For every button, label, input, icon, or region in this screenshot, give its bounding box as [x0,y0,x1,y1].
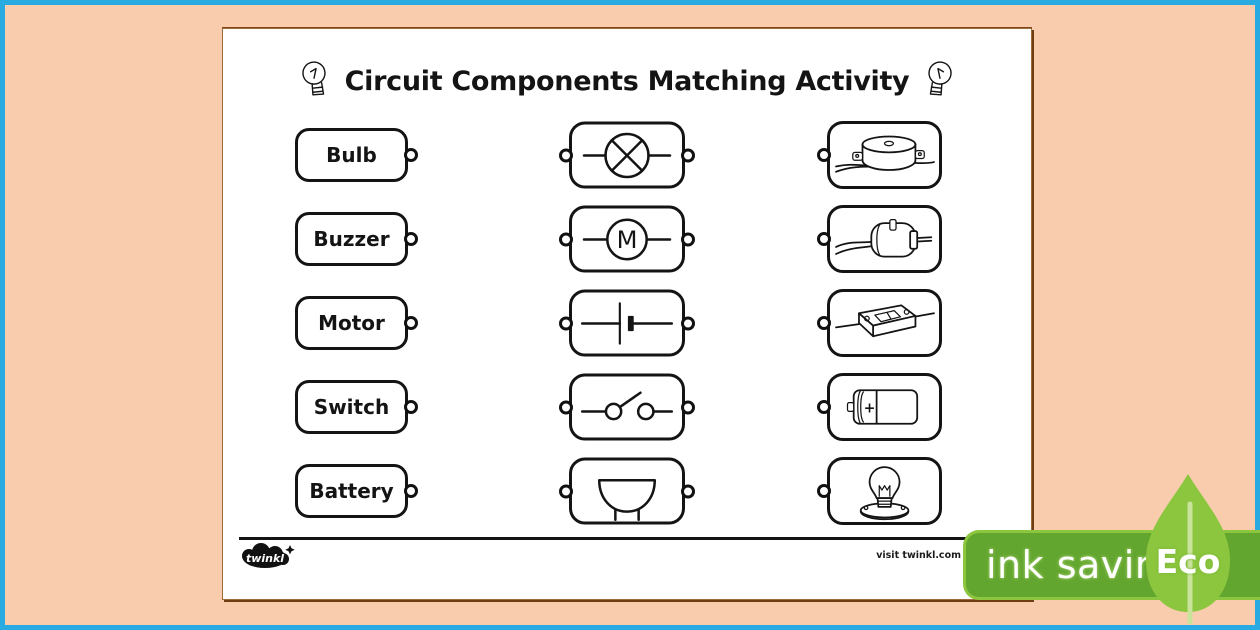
picture-card-motor [817,205,942,273]
bulb-circuit-symbol [582,132,672,178]
word-label: Motor [318,311,385,335]
symbol-card-motor: M [559,205,695,273]
buzzer-circuit-symbol [597,478,657,521]
switch-picture [834,304,935,338]
symbol-card-bulb [559,121,695,189]
connector-ring-icon [817,148,831,162]
connector-ring-icon [559,400,573,414]
connector-ring-icon [817,232,831,246]
buzzer-picture [834,135,935,173]
connector-ring-icon [681,232,695,246]
connector-ring-icon [681,484,695,498]
symbol-card-switch [559,373,695,441]
motor-circuit-symbol: M [582,218,672,260]
motor-picture [834,218,932,258]
word-card-motor: Motor [295,296,418,350]
connector-ring-icon [817,484,831,498]
matching-row: Motor [223,281,1031,365]
battery-cell-circuit-symbol [580,301,674,345]
footer-divider [239,537,1015,540]
picture-card-battery: + [817,373,942,441]
lightbulb-doodle-icon [301,61,326,96]
twinkl-logo-text: twinkl [246,552,284,565]
open-switch-circuit-symbol [580,390,674,420]
picture-card-bulb [817,457,942,525]
twinkl-logo: twinkl [242,543,295,568]
matching-row: Battery [223,449,1031,533]
connector-ring-icon [404,316,418,330]
connector-ring-icon [817,400,831,414]
symbol-card-battery [559,289,695,357]
connector-ring-icon [559,148,573,162]
eco-leaf-icon [1146,474,1230,624]
connector-ring-icon [681,316,695,330]
connector-ring-icon [404,400,418,414]
connector-ring-icon [681,148,695,162]
lightbulb-doodle-icon [928,61,953,96]
connector-ring-icon [404,232,418,246]
battery-plus-sign: + [863,400,875,416]
word-label: Battery [309,479,394,503]
matching-row: Bulb [223,113,1031,197]
word-card-bulb: Bulb [295,128,418,182]
worksheet-page: Circuit Components Matching Activity Bul… [222,28,1032,600]
connector-ring-icon [817,316,831,330]
bulb-picture [859,466,909,521]
connector-ring-icon [404,484,418,498]
matching-grid: Bulb [223,113,1031,533]
word-label: Bulb [326,143,377,167]
worksheet-title-row: Circuit Components Matching Activity [223,57,1031,105]
matching-row: Switch [223,365,1031,449]
word-card-battery: Battery [295,464,418,518]
page-title: Circuit Components Matching Activity [344,65,910,97]
picture-card-buzzer [817,121,942,189]
connector-ring-icon [404,148,418,162]
symbol-card-buzzer [559,457,695,525]
word-label: Buzzer [313,227,390,251]
matching-row: Buzzer M [223,197,1031,281]
word-label: Switch [313,395,390,419]
connector-ring-icon [559,316,573,330]
connector-ring-icon [681,400,695,414]
connector-ring-icon [559,232,573,246]
eco-label: Eco [1155,542,1221,581]
visit-twinkl-text: visit twinkl.com [876,550,961,561]
motor-letter: M [617,226,638,254]
word-card-buzzer: Buzzer [295,212,418,266]
connector-ring-icon [559,484,573,498]
picture-card-switch [817,289,942,357]
battery-picture: + [846,389,918,425]
word-card-switch: Switch [295,380,418,434]
